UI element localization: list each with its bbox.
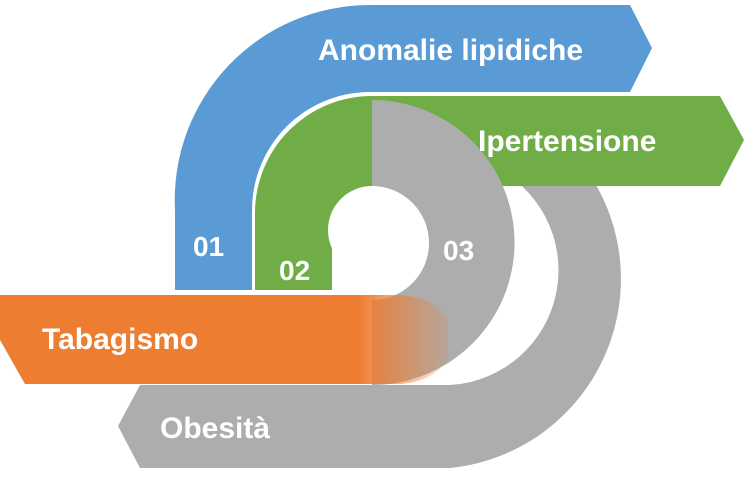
label-obesita: Obesità — [160, 412, 270, 445]
band-03-tabagismo — [0, 295, 448, 384]
number-01: 01 — [193, 231, 224, 262]
number-04: 04 — [515, 225, 547, 256]
number-02: 02 — [279, 255, 310, 286]
label-anomalie-lipidiche: Anomalie lipidiche — [318, 34, 583, 67]
label-tabagismo: Tabagismo — [42, 323, 198, 356]
number-03: 03 — [443, 235, 474, 266]
center-hole — [328, 186, 416, 274]
band-01-anomalie-lipidiche — [174, 4, 652, 291]
label-ipertensione: Ipertensione — [478, 125, 656, 158]
band-04-obesita — [118, 120, 621, 468]
